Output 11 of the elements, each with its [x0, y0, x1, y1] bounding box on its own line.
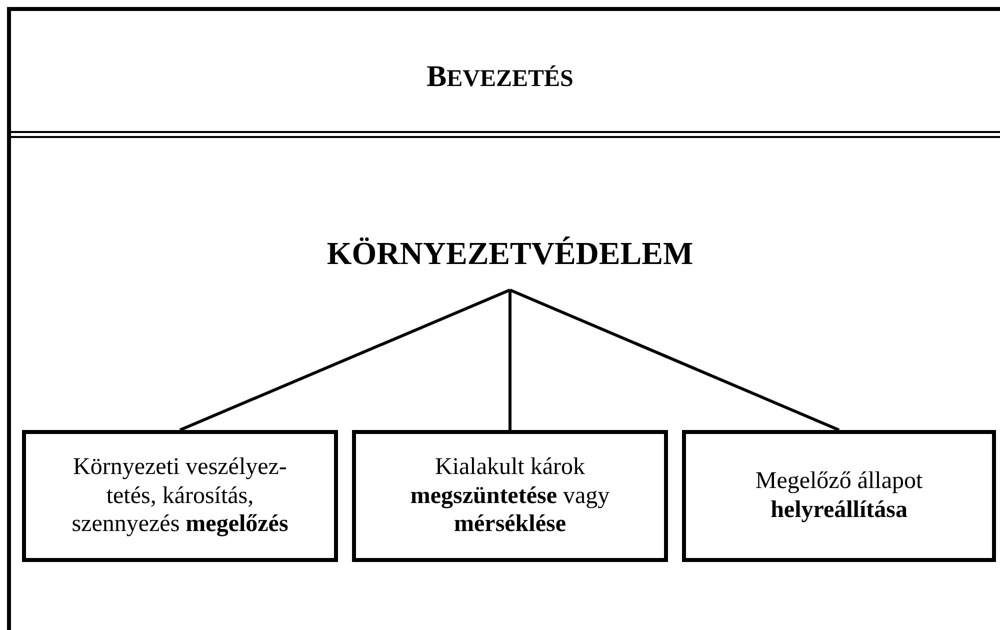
text-box	[352, 430, 668, 562]
connector-line	[508, 290, 512, 430]
connector-line	[509, 288, 840, 432]
heading-text: KÖRNYEZETVÉDELEM	[326, 234, 694, 272]
text-box	[22, 430, 338, 562]
box-text: Kialakult károk megszüntetése vagy mérséklése	[409, 452, 611, 540]
section-heading: BEVEZETÉS	[426, 60, 574, 94]
connector-line	[179, 288, 511, 432]
box-text: Környezeti veszélyez-tetés, károsítás, szennyezés megelőzés	[70, 452, 290, 540]
box-text: Megelőző állapot helyreállítása	[754, 467, 924, 525]
text-box	[682, 430, 996, 562]
